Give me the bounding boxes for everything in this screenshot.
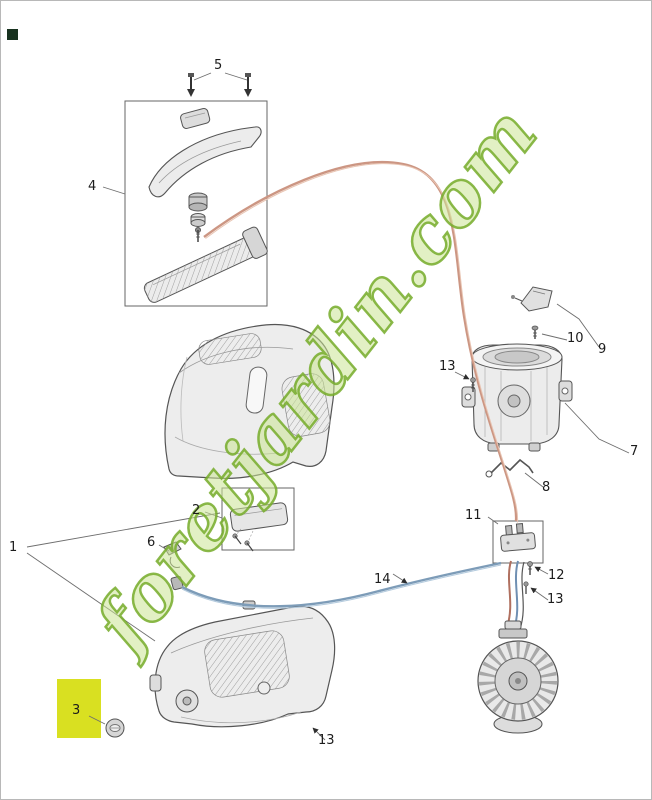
callout-12: 12 [548, 568, 565, 583]
callout-1: 1 [9, 540, 18, 555]
callout-8: 8 [542, 480, 551, 495]
part-group-4-handle-assembly [124, 100, 268, 307]
part-10-screw [531, 325, 539, 339]
part-7-motor-housing [461, 343, 573, 452]
motor-turbine [477, 560, 559, 734]
callout-9: 9 [598, 342, 607, 357]
corner-logo-mark [7, 29, 18, 40]
part-5-screws [187, 73, 252, 97]
callout-4: 4 [88, 179, 97, 194]
callout-13-right: 13 [547, 592, 564, 607]
callout-14: 14 [374, 572, 391, 587]
callout-13-upper: 13 [439, 359, 456, 374]
leader-lines [26, 72, 630, 741]
part-group-2-panel [221, 487, 295, 552]
lower-housing-base [149, 600, 336, 728]
callout-7: 7 [630, 444, 639, 459]
part-6-clip [163, 541, 184, 591]
callout-13-bottom: 13 [318, 733, 335, 748]
cable-blue [181, 561, 502, 609]
part-12-screw [527, 561, 533, 575]
callout-2: 2 [192, 503, 201, 518]
part-13-screw-upper [470, 377, 476, 392]
part-13-screw-right [523, 581, 529, 594]
callout-3: 3 [72, 703, 81, 718]
upper-housing-cover [164, 323, 335, 479]
callout-5: 5 [214, 58, 223, 73]
callout-6: 6 [147, 535, 156, 550]
part-3-cap [105, 718, 125, 738]
part-group-11-switch [492, 520, 544, 564]
part-8-spring-clip [485, 458, 534, 478]
power-cable-red [203, 161, 519, 523]
highlight-box-part-3 [57, 679, 101, 738]
part-9-bracket [511, 286, 553, 312]
callout-10: 10 [567, 331, 584, 346]
callout-11: 11 [465, 508, 482, 523]
